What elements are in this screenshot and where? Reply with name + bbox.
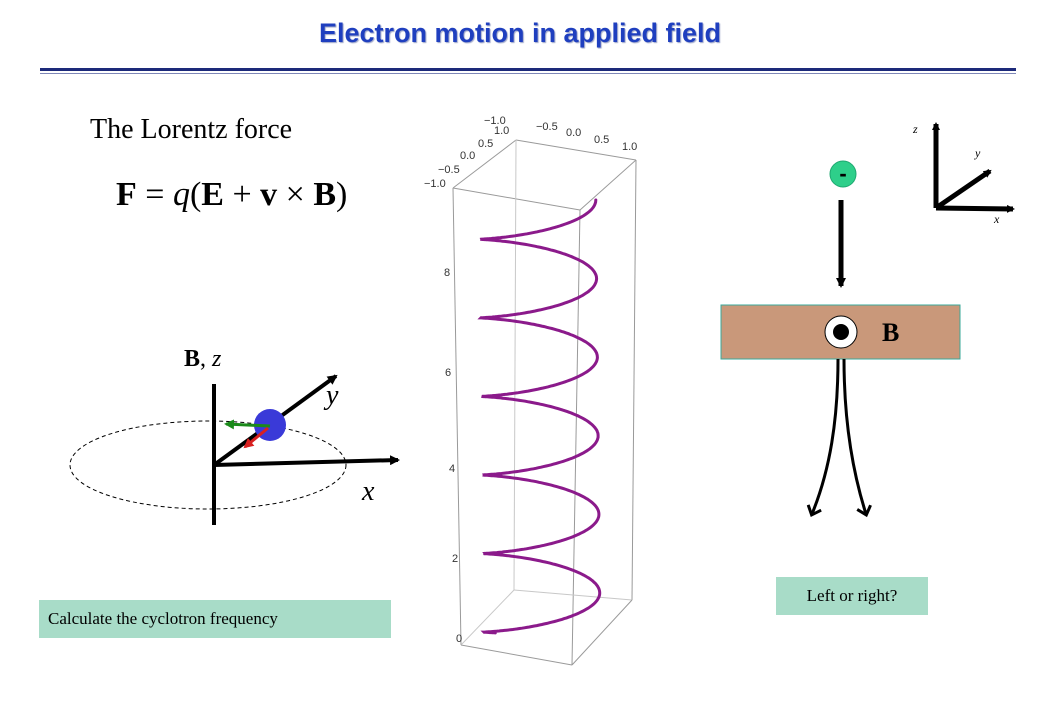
tick-top-a-3: 0.5: [594, 134, 609, 146]
question-callout: Left or right?: [776, 577, 928, 615]
deflection-diagram: - B z y x: [720, 122, 1015, 514]
calc-prompt: Calculate the cyclotron frequency: [39, 600, 391, 638]
lorentz-formula: F = q(E + v × B): [116, 176, 347, 214]
helix-curve: [477, 198, 602, 635]
label-b-z: B, z: [184, 346, 222, 372]
formula-force: F: [116, 176, 137, 213]
tick-v-8: 8: [444, 267, 450, 279]
tick-top-a-2: 0.0: [566, 127, 581, 139]
orbit-diagram: B, z y x: [69, 346, 400, 525]
label-x: x: [361, 476, 375, 507]
force-arrow: [243, 426, 269, 449]
helix-plot: −1.0 −0.5 0.0 0.5 1.0 1.0 0.5 0.0 −0.5 −…: [424, 115, 637, 666]
electron-charge: [829, 160, 857, 188]
formula-equals: =: [136, 176, 173, 213]
triad-y: y: [974, 146, 981, 160]
label-b: B: [184, 346, 200, 372]
charge-sign: -: [839, 161, 846, 186]
axes-triad: z y x: [912, 122, 1015, 226]
tick-top-b-3: −0.5: [438, 164, 460, 176]
triad-z: z: [912, 122, 918, 136]
x-axis: [213, 455, 400, 467]
title-divider: [40, 68, 1016, 71]
left-deflection-path: [812, 358, 840, 514]
formula-cross: ×: [277, 176, 314, 213]
tick-top-b-1: 0.5: [478, 138, 493, 150]
triad-x: x: [993, 212, 1000, 226]
tick-top-b-2: 0.0: [460, 150, 475, 162]
tick-top-a-0: −1.0: [484, 115, 506, 127]
tick-v-2: 2: [452, 553, 458, 565]
vertical-ticks: 8 6 4 2 0: [444, 267, 462, 645]
formula-plus: +: [223, 176, 261, 213]
lorentz-heading: The Lorentz force: [90, 114, 293, 145]
tick-v-0: 0: [456, 633, 462, 645]
top-ticks-a: −1.0 −0.5 0.0 0.5 1.0: [484, 115, 637, 153]
tick-v-4: 4: [449, 463, 455, 475]
slide-title: Electron motion in applied field: [318, 18, 722, 48]
field-dot-icon: [833, 324, 849, 340]
label-comma: ,: [200, 346, 212, 372]
top-ticks-b: 1.0 0.5 0.0 −0.5 −1.0: [424, 125, 509, 190]
orbit-path: [69, 420, 347, 510]
tick-top-b-0: 1.0: [494, 125, 509, 137]
title-divider-thin: [40, 73, 1016, 74]
formula-e-field: E: [201, 176, 224, 213]
formula-close-paren: ): [336, 176, 348, 213]
formula-b-field: B: [313, 176, 337, 213]
plot-box: [452, 139, 637, 666]
tick-v-6: 6: [445, 367, 451, 379]
formula-charge: q: [172, 176, 190, 213]
velocity-arrow: [224, 419, 271, 430]
tick-top-b-4: −1.0: [424, 178, 446, 190]
label-z: z: [211, 346, 222, 372]
right-deflection-path: [842, 358, 866, 514]
tick-top-a-4: 1.0: [622, 141, 637, 153]
label-y: y: [323, 380, 339, 411]
field-label: B: [882, 318, 899, 347]
formula-open-paren: (: [189, 176, 202, 213]
tick-top-a-1: −0.5: [536, 121, 558, 133]
formula-velocity: v: [260, 176, 278, 213]
